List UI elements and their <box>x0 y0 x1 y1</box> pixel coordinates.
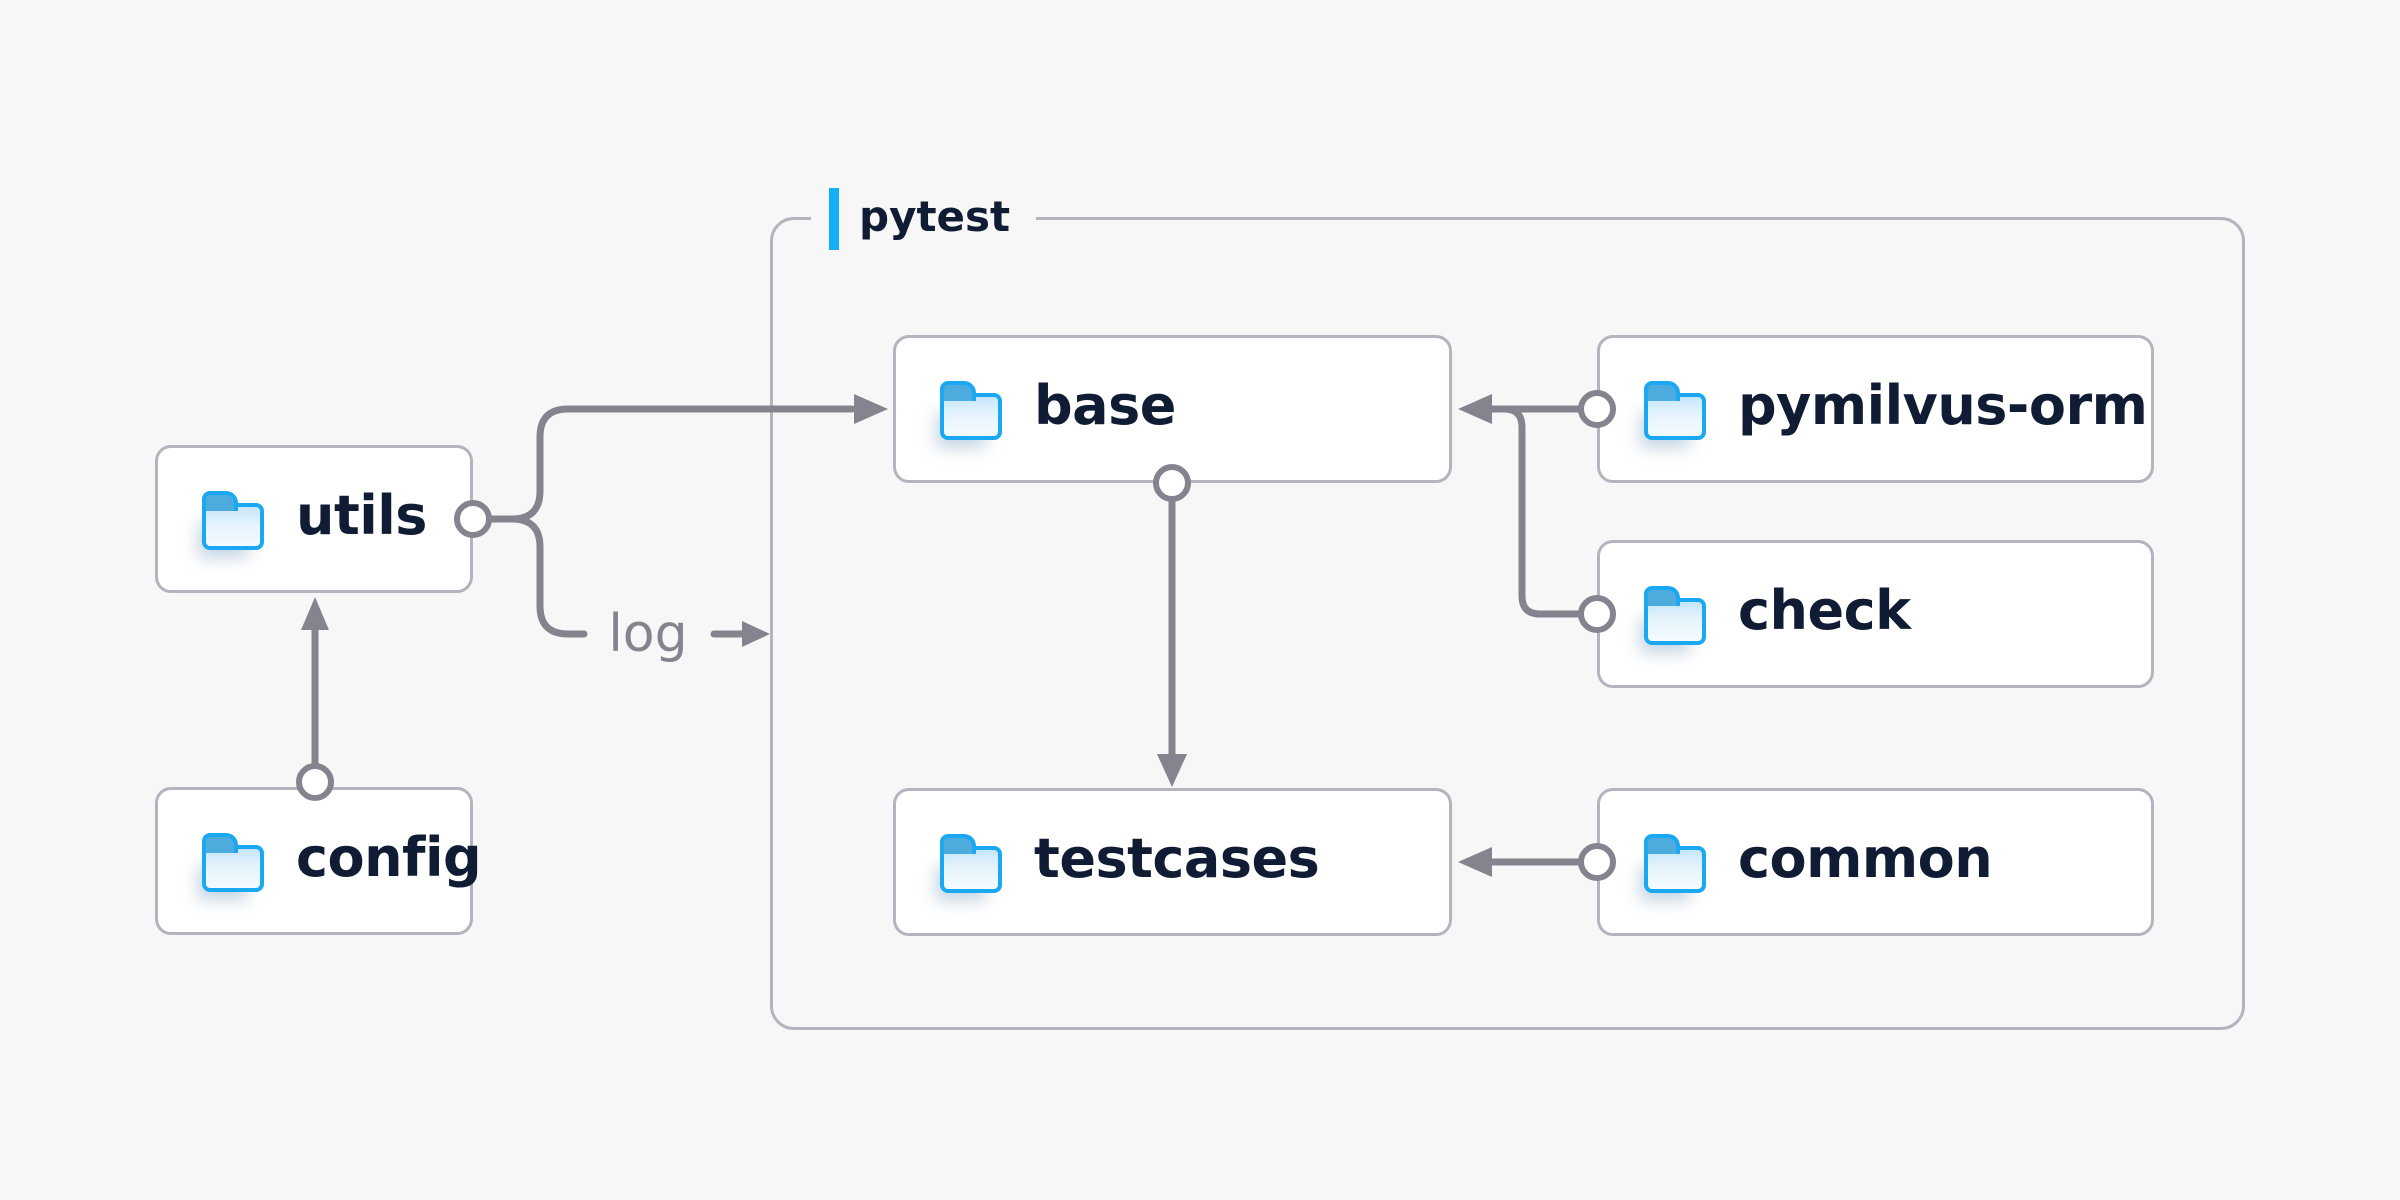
node-label: pymilvus-orm <box>1738 374 2148 437</box>
node-utils[interactable]: utils <box>155 445 473 593</box>
node-check[interactable]: check <box>1597 540 2154 688</box>
node-label: check <box>1738 579 1911 642</box>
node-config[interactable]: config <box>155 787 482 935</box>
folder-icon <box>940 380 1002 440</box>
folder-icon <box>202 832 264 892</box>
edge-label-log: log <box>608 604 688 664</box>
node-label: base <box>1034 374 1176 437</box>
node-label: utils <box>296 484 427 547</box>
folder-icon <box>202 490 264 550</box>
node-label: testcases <box>1034 827 1320 890</box>
node-testcases[interactable]: testcases <box>893 788 1452 936</box>
folder-icon <box>1644 833 1706 893</box>
pytest-group-label: pytest <box>811 187 1037 251</box>
node-label: common <box>1738 827 1993 890</box>
edge-config-utils <box>301 597 329 770</box>
folder-icon <box>1644 585 1706 645</box>
pytest-group-container: pytest <box>770 187 2245 1030</box>
folder-icon <box>1644 380 1706 440</box>
folder-icon <box>940 833 1002 893</box>
node-label: config <box>296 826 482 889</box>
accent-bar-icon <box>829 188 839 250</box>
group-title: pytest <box>859 192 1011 241</box>
node-common[interactable]: common <box>1597 788 2154 936</box>
node-pymilvus-orm[interactable]: pymilvus-orm <box>1597 335 2154 483</box>
node-base[interactable]: base <box>893 335 1452 483</box>
